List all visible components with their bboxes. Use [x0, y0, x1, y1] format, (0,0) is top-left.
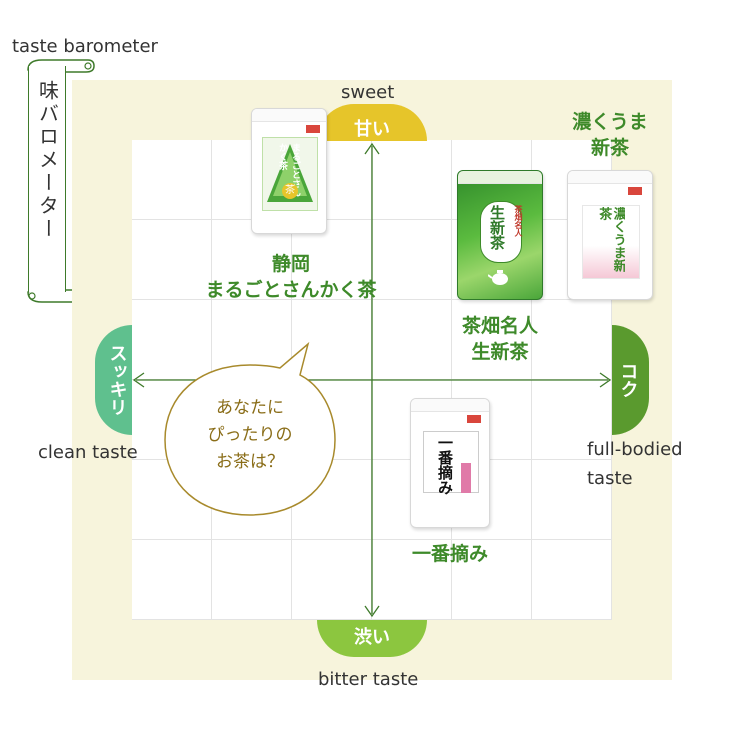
product-pouch-sankaku[interactable]: まるごとさんかく茶 茶: [251, 108, 327, 234]
product-label-line2: 新茶: [590, 136, 629, 159]
bubble-line-3: お茶は？: [216, 452, 284, 473]
axis-label-bottom: bitter taste: [318, 669, 419, 690]
arrow-down-icon: [364, 605, 380, 618]
badge-rich: コク: [612, 325, 649, 435]
pouch-text-ichibanzumi: 一番摘み: [436, 435, 454, 495]
axis-label-right-line2: taste: [587, 468, 633, 489]
chart-title: taste barometer: [12, 36, 158, 57]
badge-clean: スッキリ: [95, 325, 132, 435]
speech-bubble-icon: [164, 341, 336, 516]
product-label-sankaku: 静岡 まるごとさんかく茶: [186, 252, 396, 303]
pouch-text-namashincha: 生新茶: [488, 205, 506, 250]
pouch-badge-sankaku: 茶: [282, 183, 298, 199]
product-label-line2: まるごとさんかく茶: [205, 278, 377, 301]
product-label-line2: 生新茶: [471, 340, 529, 363]
arrow-left-icon: [132, 372, 145, 388]
axis-label-right-line1: full-bodied: [587, 439, 683, 460]
product-label-line1: 茶畑名人: [461, 315, 538, 337]
scroll-title: 味バロメーター: [35, 80, 60, 241]
teapot-icon: [488, 270, 508, 285]
badge-sweet: 甘い: [317, 104, 427, 141]
product-label-line1: 濃くうま: [572, 111, 648, 133]
bubble-line-1: あなたに: [216, 398, 284, 418]
badge-bitter: 渋い: [317, 620, 427, 657]
product-pouch-kokuuma[interactable]: 濃くうま新茶: [567, 170, 653, 300]
product-pouch-namashincha[interactable]: 生新茶 茶畑名人: [457, 170, 543, 300]
scroll-body: [28, 66, 66, 292]
product-pouch-ichibanzumi[interactable]: 一番摘み: [410, 398, 490, 528]
product-label-ichibanzumi: 一番摘み: [411, 543, 488, 565]
pouch-text-sankaku: まるごとさんかく茶: [277, 143, 300, 197]
product-label-namashincha: 茶畑名人 生新茶: [430, 314, 570, 365]
axis-label-top: sweet: [341, 82, 395, 103]
pouch-text-kokuuma: 濃くうま新茶: [596, 207, 625, 272]
axis-label-left: clean taste: [38, 442, 138, 463]
bubble-line-2: ぴったりの: [207, 425, 293, 446]
pouch-subtext-namashincha: 茶畑名人: [514, 205, 524, 237]
bubble-text: あなたに ぴったりの お茶は？: [170, 395, 330, 477]
arrow-up-icon: [364, 142, 380, 155]
product-label-line1: 静岡: [271, 253, 310, 275]
arrow-right-icon: [599, 372, 612, 388]
product-label-kokuuma: 濃くうま 新茶: [555, 110, 665, 161]
